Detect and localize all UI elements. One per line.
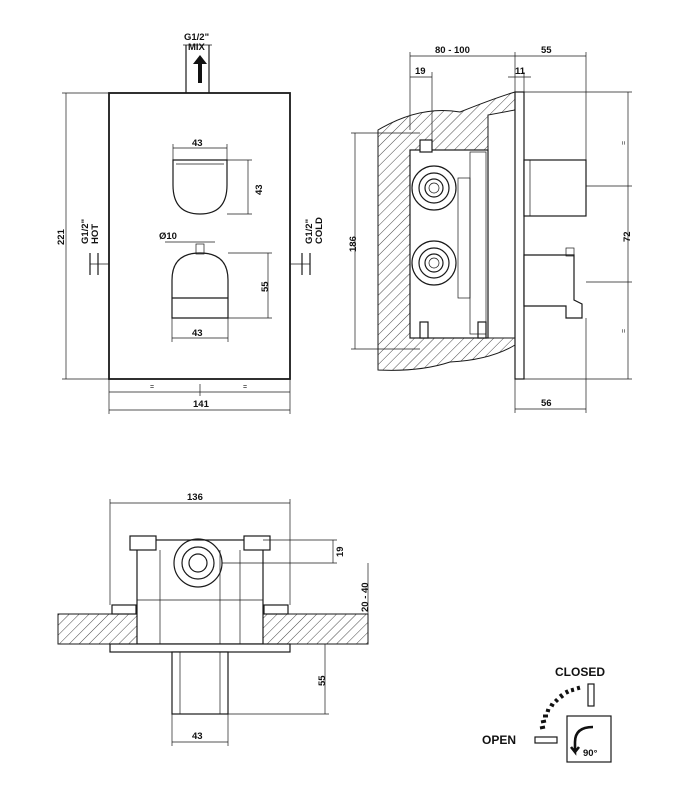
side-view: 80 - 100 55 19 11 186 = = 72 56 — [348, 45, 633, 413]
dim-19-side: 19 — [415, 66, 426, 77]
rotate-arrow-icon — [569, 725, 594, 756]
dim-total-width: 141 — [193, 399, 210, 410]
dim-lower-knob-height: 55 — [260, 281, 271, 292]
dim-upper-knob-width: 43 — [192, 138, 203, 149]
dim-total-height: 221 — [56, 228, 67, 245]
dim-55-bottom: 55 — [317, 675, 328, 686]
mix-outlet: G1/2" MIX — [183, 32, 212, 93]
side-plate — [514, 91, 525, 380]
lower-knob — [171, 252, 229, 319]
mix-thread-label: G1/2" — [184, 32, 209, 43]
equal-mark-upper: = — [621, 141, 628, 145]
open-label: OPEN — [482, 733, 516, 747]
dim-depth-range: 80 - 100 — [435, 45, 470, 56]
cold-inlet: G1/2" COLD — [290, 217, 325, 275]
angle-label: 90° — [583, 748, 598, 759]
dim-19-bottom: 19 — [335, 546, 346, 557]
upper-knob — [172, 159, 228, 215]
dim-upper-knob-height: 43 — [254, 184, 265, 195]
rotation-arc — [539, 685, 581, 730]
dim-11: 11 — [515, 66, 526, 77]
equal-mark-left: = — [150, 384, 154, 391]
dim-plate-depth: 55 — [541, 45, 552, 56]
hot-thread-label: G1/2" — [80, 219, 91, 244]
dim-diameter: Ø10 — [159, 231, 177, 242]
equal-mark-lower: = — [621, 329, 628, 333]
dim-56: 56 — [541, 398, 552, 409]
open-closed-legend: CLOSED OPEN 90° — [482, 665, 612, 763]
dim-136: 136 — [187, 492, 203, 503]
cold-thread-label: G1/2" — [304, 219, 315, 244]
dim-186: 186 — [348, 236, 359, 252]
hot-label: HOT — [90, 224, 101, 244]
dim-lower-knob-width: 43 — [192, 328, 203, 339]
open-indicator — [534, 736, 558, 744]
dim-43-bottom: 43 — [192, 731, 203, 742]
front-view: G1/2" MIX 43 43 Ø10 55 43 — [56, 32, 325, 414]
bottom-view: 136 19 20 - 40 55 43 — [57, 492, 371, 746]
cover-plate — [108, 92, 291, 380]
dim-72: 72 — [622, 231, 633, 242]
equal-mark-right: = — [243, 384, 247, 391]
closed-label: CLOSED — [555, 665, 605, 679]
hot-inlet: G1/2" HOT — [80, 219, 109, 275]
closed-indicator — [587, 683, 595, 707]
rotation-box — [566, 715, 612, 763]
mix-label: MIX — [188, 42, 206, 53]
dim-wall-range: 20 - 40 — [360, 582, 371, 612]
cold-label: COLD — [314, 217, 325, 244]
arrow-up-icon — [193, 55, 207, 83]
